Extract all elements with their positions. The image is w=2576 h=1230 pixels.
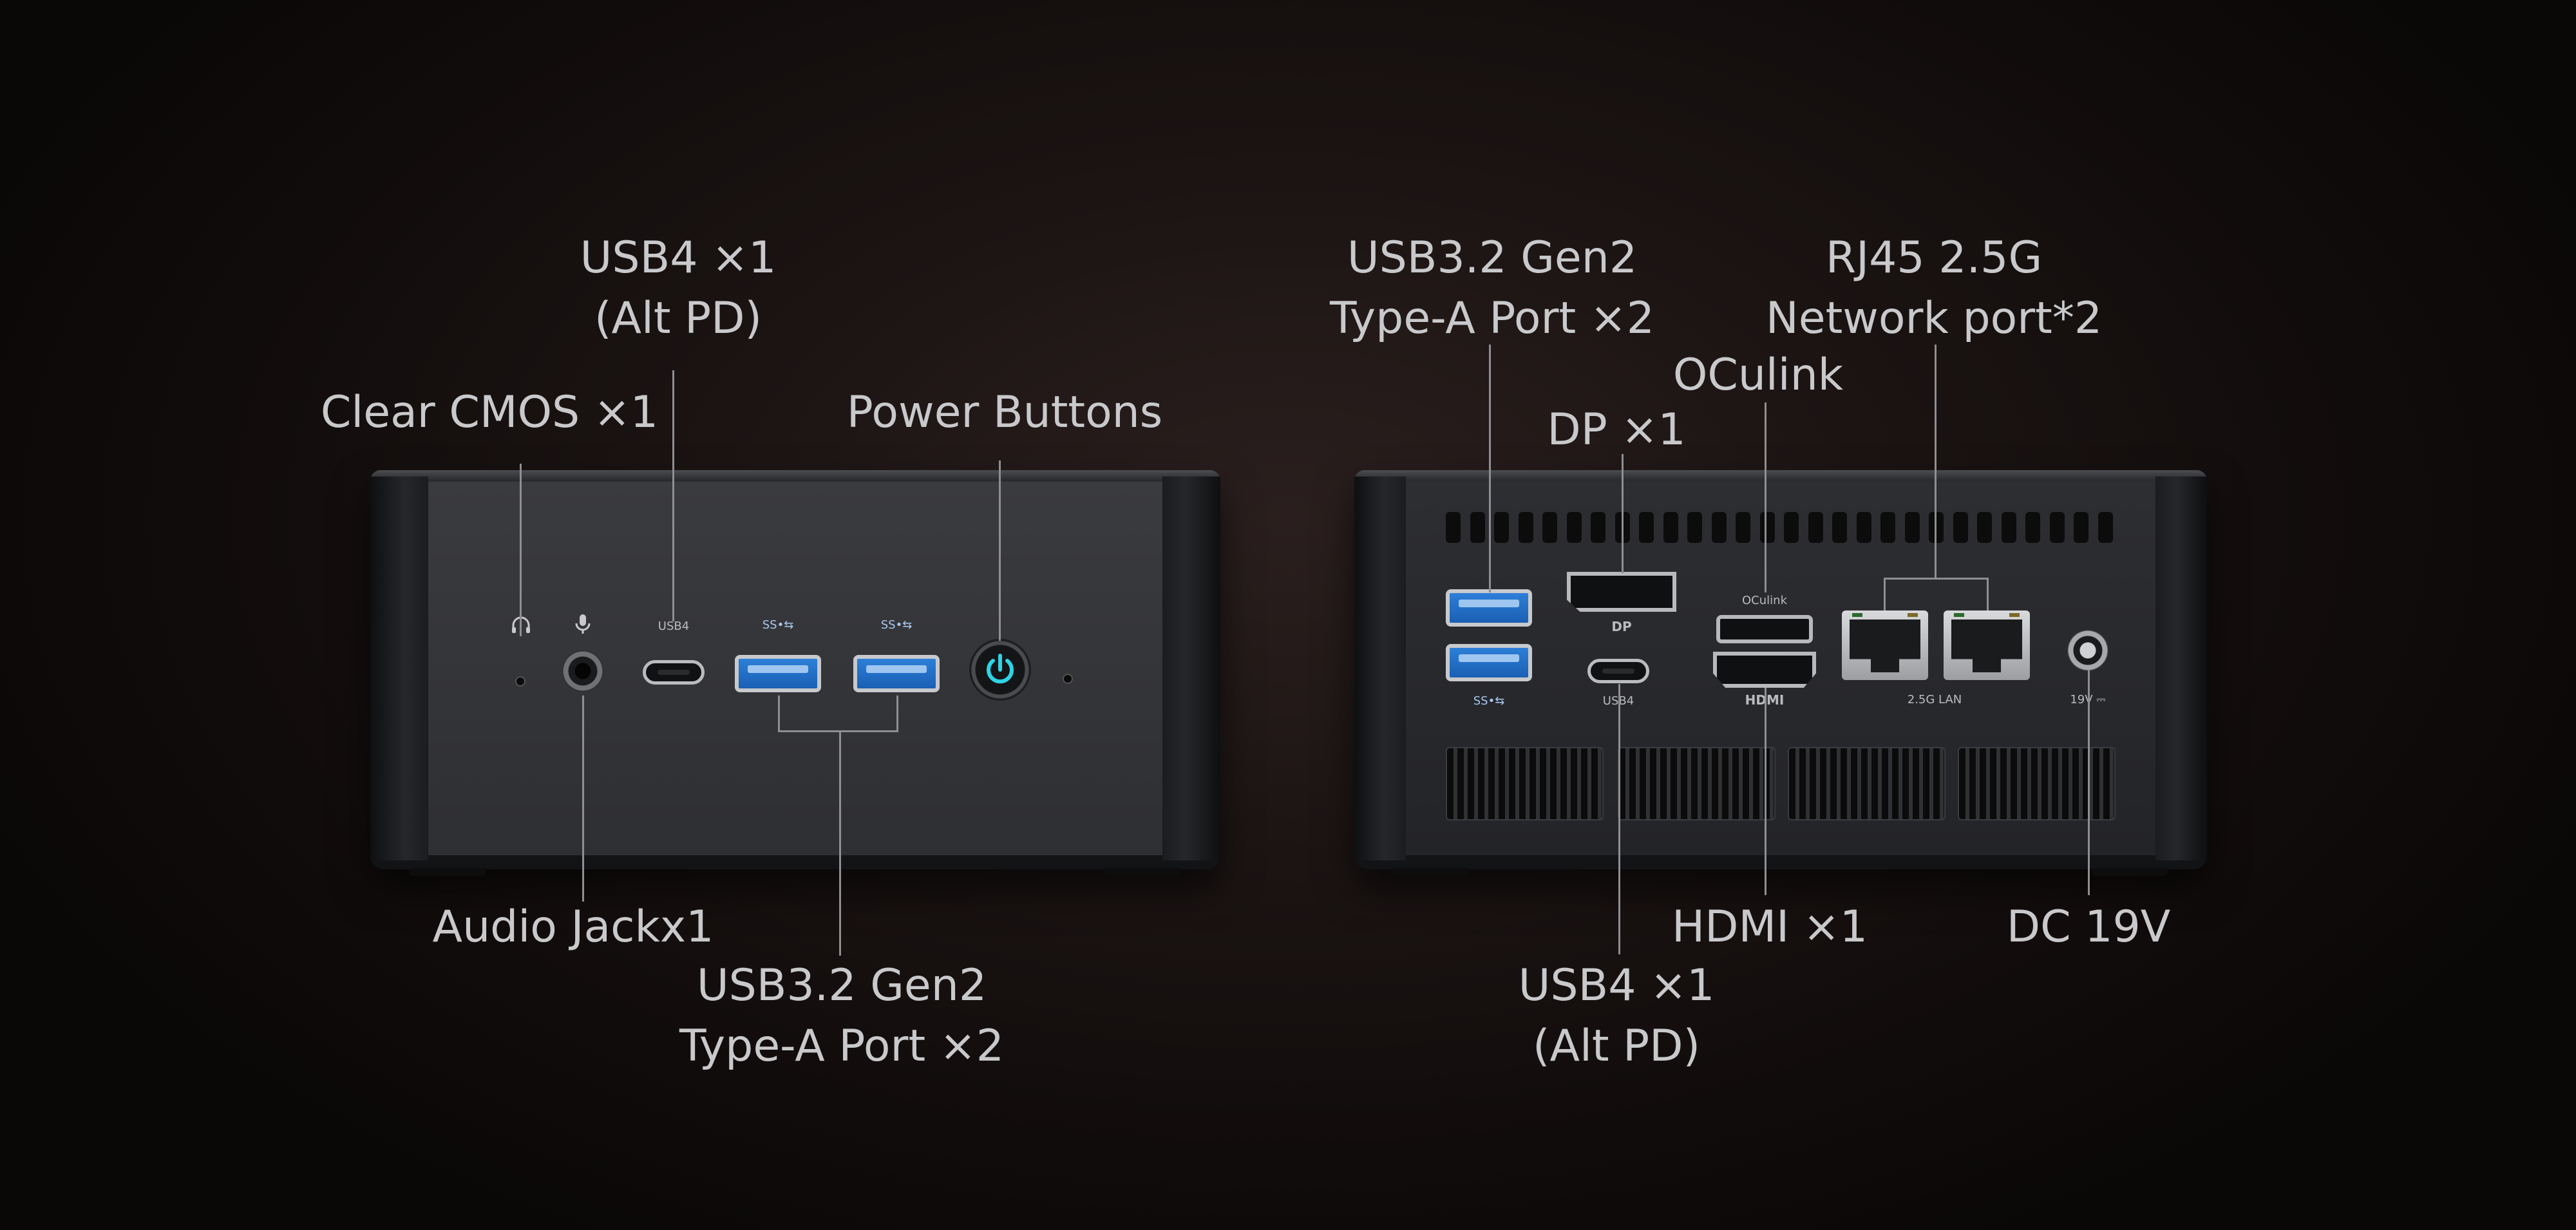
vent-slot <box>1904 512 1920 543</box>
vent-slot <box>1639 512 1654 543</box>
front-usb-a-1-silkscreen: SS•⇆ <box>762 618 794 632</box>
leader-usb4-front <box>672 370 674 621</box>
vent-slot <box>1832 512 1847 543</box>
label-oculink: OCulink <box>1672 350 1844 401</box>
vent-slot <box>1591 512 1605 543</box>
vent-slot <box>2098 512 2113 543</box>
rear-rj45-port-1[interactable] <box>1842 610 1928 680</box>
audio-jack-port[interactable] <box>562 650 603 692</box>
leader-rj45-right <box>1987 578 1989 610</box>
rear-oculink-silkscreen: OCulink <box>1742 594 1787 607</box>
front-foot-right <box>1104 868 1182 876</box>
rear-foot-right <box>2091 868 2168 876</box>
label-clear-cmos: Clear CMOS ×1 <box>320 387 659 438</box>
vent-slot <box>2001 512 2016 543</box>
vent-slot <box>1470 512 1485 543</box>
vent-slot <box>1542 512 1557 543</box>
rear-dp-silkscreen: DP <box>1611 619 1632 634</box>
front-usb-a-port-2[interactable] <box>853 655 940 692</box>
label-usb32-front: USB3.2 Gen2 Type-A Port ×2 <box>679 960 1005 1072</box>
vent-slot <box>1880 512 1895 543</box>
leader-power <box>999 460 1001 641</box>
label-power-buttons: Power Buttons <box>846 387 1163 438</box>
label-dp: DP ×1 <box>1547 404 1686 455</box>
leader-usb32-front-right <box>896 695 898 730</box>
rear-lan-silkscreen: 2.5G LAN <box>1907 693 1962 706</box>
leader-rj45-drop <box>1935 345 1937 578</box>
front-indicator-hole <box>1063 674 1073 684</box>
vent-slot <box>1494 512 1509 543</box>
label-usb32-rear: USB3.2 Gen2 Type-A Port ×2 <box>1329 232 1655 344</box>
rear-dp-port[interactable] <box>1567 572 1676 612</box>
rear-dc-in-port[interactable] <box>2067 630 2108 671</box>
leader-dc <box>2088 670 2090 895</box>
leader-usb4-rear <box>1618 684 1620 954</box>
rear-grille-1 <box>1446 747 1604 820</box>
leader-usb32-front-drop <box>839 730 841 956</box>
label-usb4-rear: USB4 ×1 (Alt PD) <box>1518 960 1715 1072</box>
vent-slot <box>1977 512 1992 543</box>
leader-audio <box>582 695 584 902</box>
rear-grille-2 <box>1618 747 1776 820</box>
leader-rj45-left <box>1884 578 1886 610</box>
vent-slot <box>2025 512 2040 543</box>
front-usb4-port[interactable] <box>643 660 705 685</box>
front-device-top-edge <box>370 470 1220 480</box>
vent-slot <box>1663 512 1678 543</box>
front-device-left-side <box>370 477 428 860</box>
front-foot-left <box>409 868 486 876</box>
rear-grille-3 <box>1788 747 1946 820</box>
rear-oculink-port[interactable] <box>1716 615 1813 643</box>
leader-rj45-bar <box>1884 578 1988 580</box>
front-device-body <box>370 470 1220 876</box>
vent-slot <box>1711 512 1727 543</box>
vent-slot <box>1566 512 1582 543</box>
rear-device-top-edge <box>1354 470 2207 480</box>
leader-dp <box>1622 454 1624 573</box>
label-audio-jack: Audio Jackx1 <box>432 902 714 952</box>
leader-usb32-front-left <box>778 695 780 730</box>
label-hdmi: HDMI ×1 <box>1671 902 1868 952</box>
vent-slot <box>1687 512 1702 543</box>
front-usb-a-2-silkscreen: SS•⇆ <box>880 618 913 632</box>
leader-clear-cmos <box>520 464 522 636</box>
leader-usb32-front-bar <box>778 730 898 732</box>
rear-19v-silkscreen: 19V ⎓ <box>2070 693 2106 706</box>
rear-usb-a-port-1[interactable] <box>1446 589 1532 627</box>
rear-foot-left <box>1393 868 1470 876</box>
label-usb4-front: USB4 ×1 (Alt PD) <box>580 232 777 344</box>
vent-slot <box>2049 512 2065 543</box>
vent-slot <box>1446 512 1461 543</box>
vent-slot <box>2074 512 2088 543</box>
clear-cmos-hole[interactable] <box>515 676 526 686</box>
label-dc: DC 19V <box>2006 902 2171 952</box>
vent-slot <box>1856 512 1871 543</box>
rear-hdmi-port[interactable] <box>1713 652 1816 688</box>
vent-slot <box>1518 512 1533 543</box>
front-usb4-silkscreen: USB4 <box>658 620 690 633</box>
power-button[interactable] <box>969 639 1031 701</box>
leader-oculink <box>1765 402 1766 592</box>
microphone-icon <box>573 613 592 638</box>
rear-grille-4 <box>1958 747 2116 820</box>
rear-device-left-side <box>1354 477 1406 860</box>
vent-slot <box>1784 512 1799 543</box>
rear-usb-a-port-2[interactable] <box>1446 644 1532 681</box>
vent-slot <box>1736 512 1750 543</box>
vent-slot <box>1808 512 1823 543</box>
leader-usb32-rear <box>1489 345 1491 592</box>
front-usb-a-port-1[interactable] <box>735 655 821 692</box>
rear-usb-a-silkscreen: SS•⇆ <box>1473 694 1505 708</box>
rear-device-right-side <box>2155 477 2207 860</box>
front-device-right-side <box>1162 477 1220 860</box>
vent-slot <box>1953 512 1968 543</box>
rear-rj45-port-2[interactable] <box>1944 610 2030 680</box>
rear-usb4-port[interactable] <box>1587 659 1649 683</box>
vent-slot <box>1759 512 1775 543</box>
power-icon <box>987 654 1014 684</box>
label-rj45: RJ45 2.5G Network port*2 <box>1765 232 2103 344</box>
leader-hdmi <box>1765 688 1766 895</box>
